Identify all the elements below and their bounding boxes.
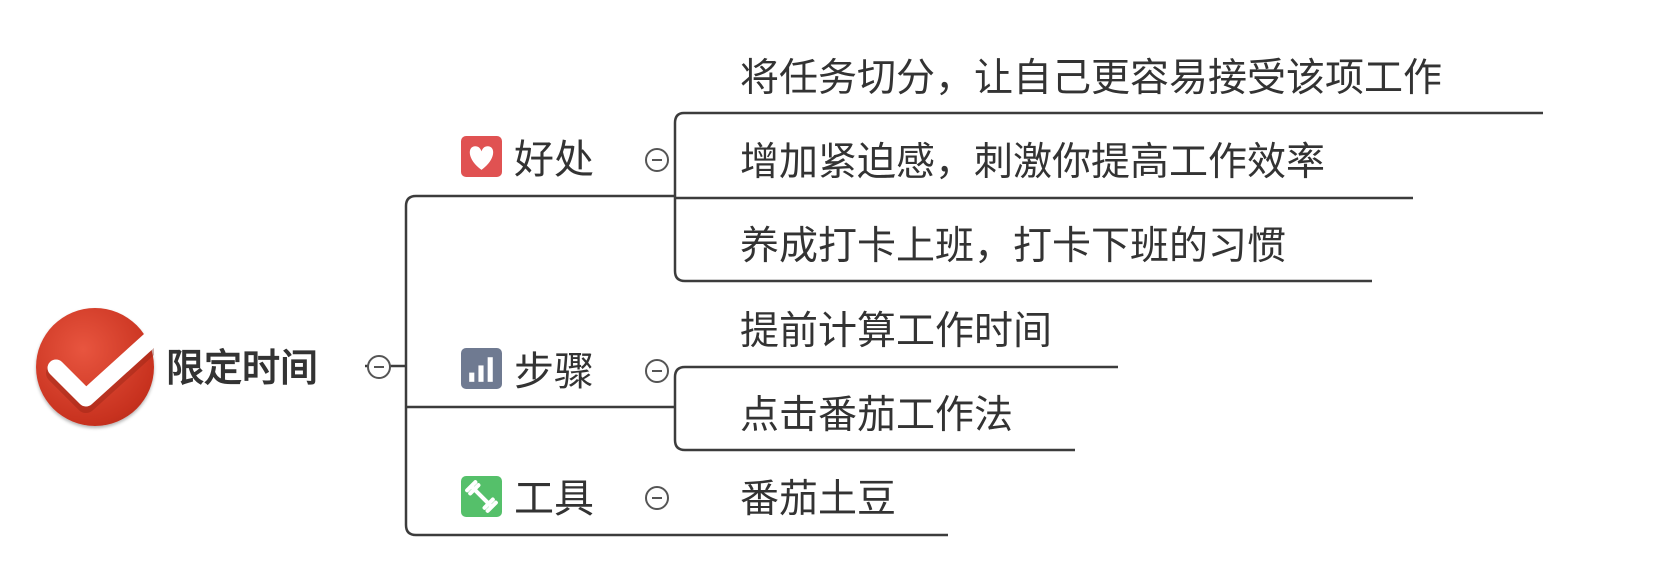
branch-label: 好处 [514, 137, 594, 183]
collapse-root-button[interactable] [367, 355, 391, 379]
branch-label: 工具 [514, 476, 594, 522]
check-badge-icon [36, 308, 154, 426]
heart-icon [461, 136, 502, 177]
collapse-steps-button[interactable] [645, 359, 669, 383]
leaf-node[interactable]: 将任务切分，让自己更容易接受该项工作 [740, 56, 1443, 101]
collapse-tools-button[interactable] [645, 486, 669, 510]
collapse-benefits-button[interactable] [645, 148, 669, 172]
root-label: 限定时间 [166, 346, 319, 390]
branch-label: 步骤 [514, 349, 594, 395]
dumbbell-icon [461, 476, 502, 517]
leaf-node[interactable]: 番茄土豆 [740, 477, 897, 522]
bar-chart-icon [461, 348, 502, 389]
leaf-node[interactable]: 点击番茄工作法 [740, 393, 1014, 438]
leaf-node[interactable]: 增加紧迫感，刺激你提高工作效率 [740, 140, 1326, 185]
leaf-node[interactable]: 养成打卡上班，打卡下班的习惯 [740, 224, 1287, 269]
leaf-node[interactable]: 提前计算工作时间 [740, 309, 1053, 354]
